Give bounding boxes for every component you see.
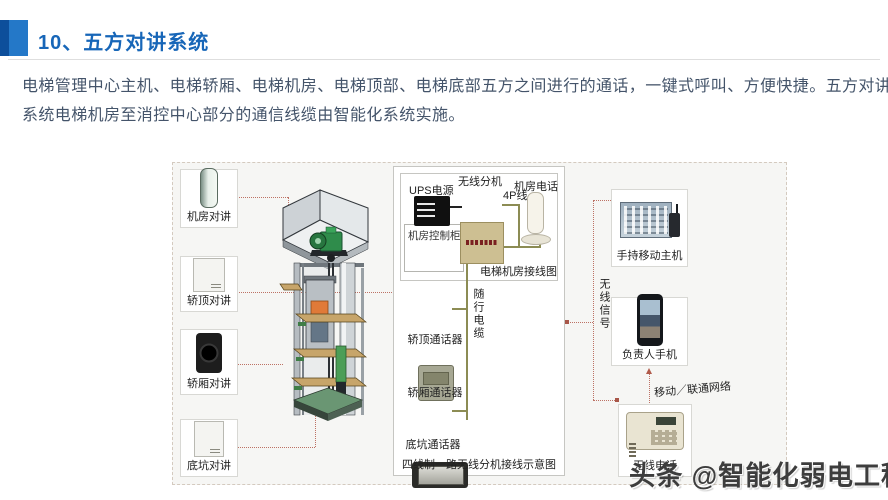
car-intercom-device bbox=[412, 462, 468, 488]
wireless-signal-label: 无线信号 bbox=[598, 278, 610, 330]
card-machine-room-intercom: 机房对讲 bbox=[180, 168, 238, 228]
car-intercom-label: 轿厢通话器 bbox=[407, 387, 463, 399]
card-label: 机房对讲 bbox=[187, 211, 231, 223]
wire-riser bbox=[466, 246, 468, 420]
extension-ports bbox=[466, 240, 497, 245]
connector-wireless-bus bbox=[593, 200, 594, 400]
wire-ups bbox=[450, 206, 462, 208]
wireless-extension-device bbox=[460, 222, 504, 264]
ups-vents bbox=[417, 201, 435, 217]
card-label: 负责人手机 bbox=[622, 349, 677, 361]
connector-wireless-out bbox=[566, 322, 593, 323]
control-cabinet-label: 机房控制柜 bbox=[408, 230, 461, 242]
card-wireless-phone: 无线电话 bbox=[618, 404, 692, 477]
connector-to-handheld bbox=[593, 200, 617, 201]
card-pit-intercom: 底坑对讲 bbox=[180, 419, 238, 477]
card-label: 无线电话 bbox=[633, 460, 677, 472]
machine-room-phone-base bbox=[521, 234, 551, 245]
connector-car-line bbox=[228, 364, 283, 365]
device-plate bbox=[423, 372, 449, 385]
cartop-intercom-device bbox=[418, 365, 454, 401]
title-accent-square bbox=[9, 20, 28, 56]
card-label: 手持移动主机 bbox=[616, 250, 683, 262]
card-cartop-intercom: 轿顶对讲 bbox=[180, 256, 238, 312]
connector-pit-riser bbox=[315, 413, 316, 447]
ups-label: UPS电源 bbox=[409, 185, 454, 197]
page-title: 10、五方对讲系统 bbox=[38, 32, 210, 54]
body-text-line2: 系统电梯机房至消控中心部分的通信线缆由智能化系统实施。 bbox=[22, 107, 465, 124]
connector-network-line bbox=[649, 372, 650, 403]
title-accent-strip bbox=[0, 20, 9, 56]
connector-machineroom-line bbox=[224, 197, 288, 198]
connector-dot bbox=[615, 398, 619, 402]
machine-room-phone-label: 机房电话 bbox=[514, 181, 558, 193]
wireless-extension-label: 无线分机 bbox=[458, 176, 502, 188]
card-label: 轿顶对讲 bbox=[187, 295, 231, 307]
desk-phone-icon bbox=[619, 405, 691, 457]
wire-branch-top bbox=[452, 308, 466, 310]
connector-dot bbox=[565, 320, 569, 324]
card-label: 轿厢对讲 bbox=[187, 378, 231, 390]
wire-branch-pit bbox=[452, 410, 466, 412]
card-manager-phone: 负责人手机 bbox=[611, 294, 688, 366]
wire-ext-out bbox=[502, 204, 520, 206]
machine-room-intercom-icon bbox=[181, 168, 237, 208]
connector-arrow-up bbox=[646, 368, 652, 374]
body-text-line1: 电梯管理中心主机、电梯轿厢、电梯机房、电梯顶部、电梯底部五方之间进行的通话，一键… bbox=[22, 78, 888, 95]
cartop-intercom-label: 轿顶通话器 bbox=[407, 334, 463, 346]
car-intercom-icon bbox=[181, 330, 237, 375]
traveling-cable-label: 随行电缆 bbox=[472, 288, 484, 340]
pit-intercom-icon bbox=[181, 420, 237, 457]
pit-intercom-label: 底坑通话器 bbox=[405, 439, 461, 451]
4p-wire-label: 4P线 bbox=[503, 190, 528, 202]
smartphone-icon bbox=[612, 294, 687, 346]
machine-room-caption: 电梯机房接线图 bbox=[480, 266, 557, 278]
device-panel bbox=[418, 466, 464, 485]
cartop-intercom-icon bbox=[181, 257, 237, 292]
card-handheld-host: 手持移动主机 bbox=[611, 189, 688, 267]
wire-phone-down bbox=[539, 243, 541, 248]
title-divider bbox=[8, 59, 880, 60]
machine-room-phone-handset bbox=[527, 192, 544, 234]
card-label: 底坑对讲 bbox=[187, 460, 231, 472]
handheld-host-icon bbox=[612, 190, 687, 247]
connector-pit-line bbox=[228, 447, 315, 448]
watermark-text: 头条 @智能化弱电工程 bbox=[629, 461, 888, 491]
elevator-shaft-illustration bbox=[279, 189, 370, 421]
card-car-intercom: 轿厢对讲 bbox=[180, 329, 238, 395]
riser-caption: 四线制一路无线分机接线示意图 bbox=[402, 459, 556, 471]
wire-ext-down bbox=[518, 204, 520, 248]
ups-device bbox=[414, 196, 450, 226]
connector-to-wirelessphone bbox=[593, 400, 617, 401]
